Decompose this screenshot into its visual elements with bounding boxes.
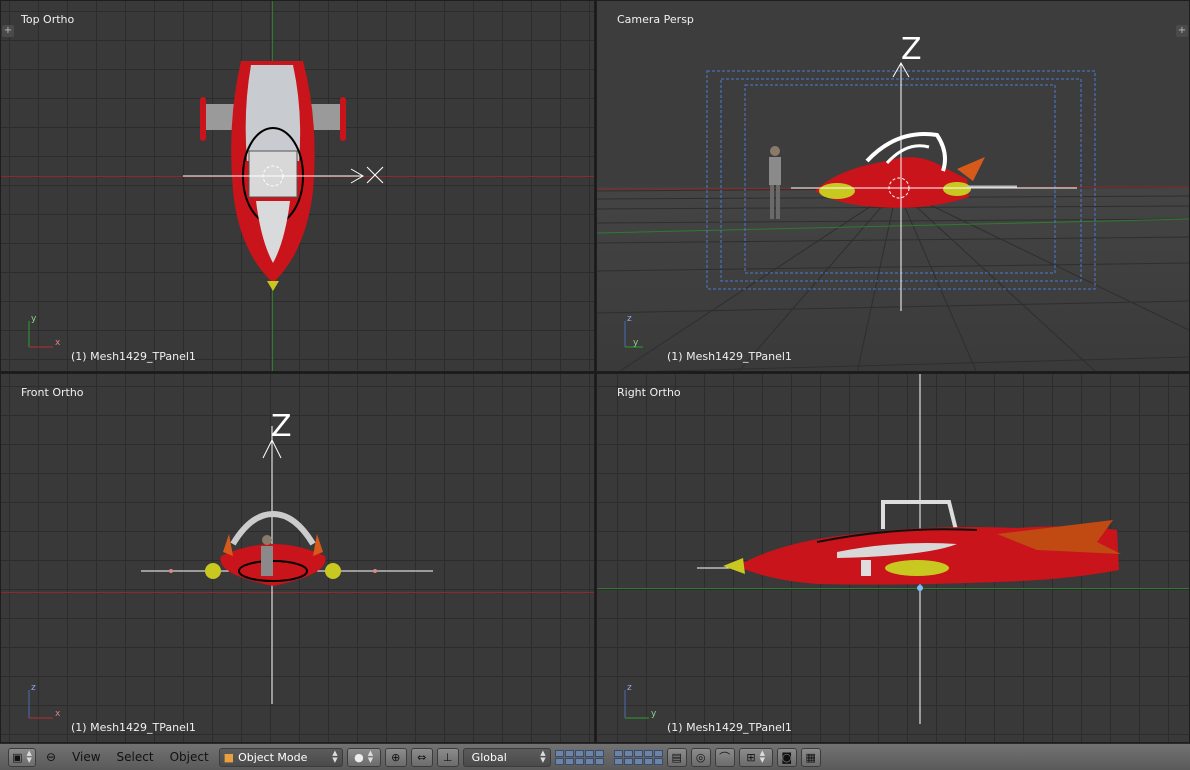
expand-icon[interactable]: + xyxy=(2,25,14,37)
viewport-object-name: (1) Mesh1429_TPanel1 xyxy=(667,721,792,734)
viewport-title: Right Ortho xyxy=(617,386,681,399)
axis-label-z: z xyxy=(31,683,36,693)
clapper-icon[interactable]: ▦ xyxy=(800,747,821,767)
viewport-object-name: (1) Mesh1429_TPanel1 xyxy=(71,721,196,734)
ship-top-view[interactable]: y x xyxy=(1,1,595,372)
orientation-label: Global xyxy=(471,750,507,764)
roll-cage xyxy=(230,510,316,546)
viewport-title: Camera Persp xyxy=(617,13,694,26)
axis-label-z: z xyxy=(627,314,632,324)
viewport-title: Top Ortho xyxy=(21,13,75,26)
mode-select-label: Object Mode xyxy=(238,750,308,764)
solid-shading-icon: ● xyxy=(354,750,364,764)
menu-object[interactable]: Object xyxy=(169,749,209,764)
perspective-grid xyxy=(597,186,1189,371)
ship-front-view[interactable]: Z z x xyxy=(1,374,595,743)
render-icon[interactable]: ◙ xyxy=(776,747,797,767)
viewport-object-name: (1) Mesh1429_TPanel1 xyxy=(71,350,196,363)
object-mode-icon: ■ xyxy=(223,750,235,764)
menu-view[interactable]: View xyxy=(72,749,101,764)
ship-side-view[interactable]: z y xyxy=(597,374,1190,743)
ship-camera-view xyxy=(815,157,969,208)
roll-cage xyxy=(881,500,959,535)
layers-grid-1[interactable] xyxy=(554,749,604,765)
snap-target-icon: ⊞ xyxy=(746,750,756,764)
axis-label-y: y xyxy=(31,314,37,324)
viewport-title: Front Ortho xyxy=(21,386,84,399)
viewport-camera-persp[interactable]: Z z y Camera Persp (1) Mesh1429_TPanel1 … xyxy=(596,0,1190,372)
proportional-edit-icon[interactable]: ◎ xyxy=(690,747,711,767)
pivot-icon[interactable]: ⊕ xyxy=(384,747,407,767)
axis-label-z: z xyxy=(627,683,632,693)
snap-icon[interactable]: ⌒ xyxy=(714,747,735,767)
z-axis-label: Z xyxy=(271,409,292,444)
viewport-header: ▣▲▼ ⊖ View Select Object ■ Object Mode ▲… xyxy=(0,743,1190,770)
cube-icon: ▣ xyxy=(12,750,23,764)
expand-icon[interactable]: + xyxy=(1176,25,1188,37)
axis-label-y: y xyxy=(651,709,657,719)
z-axis-label: Z xyxy=(901,32,922,67)
axis-label-x: x xyxy=(55,709,61,719)
shading-select[interactable]: ●▲▼ xyxy=(346,747,381,767)
lock-layers-icon[interactable]: ▤ xyxy=(666,747,687,767)
human-reference xyxy=(770,146,780,156)
viewport-top-ortho[interactable]: y x Top Ortho (1) Mesh1429_TPanel1 + xyxy=(0,0,595,372)
x-axis-line xyxy=(1,592,594,593)
viewport-object-name: (1) Mesh1429_TPanel1 xyxy=(667,350,792,363)
editor-type-button[interactable]: ▣▲▼ xyxy=(8,747,36,767)
axis-label-x: x xyxy=(55,338,61,348)
snap-element-select[interactable]: ⊞▲▼ xyxy=(738,747,773,767)
engine-intake xyxy=(885,560,949,576)
y-axis-line xyxy=(597,588,1189,589)
collapse-menu-icon[interactable]: ⊖ xyxy=(46,749,57,764)
viewport-right-ortho[interactable]: z y Right Ortho (1) Mesh1429_TPanel1 xyxy=(596,373,1190,743)
camera-scene[interactable]: Z z y xyxy=(597,1,1190,372)
viewport-front-ortho[interactable]: Z z x Front Ortho (1) Mesh1429_TPanel1 xyxy=(0,373,595,743)
transform-gizmo-icon[interactable]: ⊥ xyxy=(436,747,459,767)
orientation-select[interactable]: Global ▲▼ xyxy=(462,747,551,767)
layers-grid-2[interactable] xyxy=(613,749,663,765)
axis-label-y: y xyxy=(633,338,639,348)
mode-select[interactable]: ■ Object Mode ▲▼ xyxy=(218,747,343,767)
menu-select[interactable]: Select xyxy=(116,749,154,764)
manipulator-icon[interactable]: ⇔ xyxy=(410,747,433,767)
